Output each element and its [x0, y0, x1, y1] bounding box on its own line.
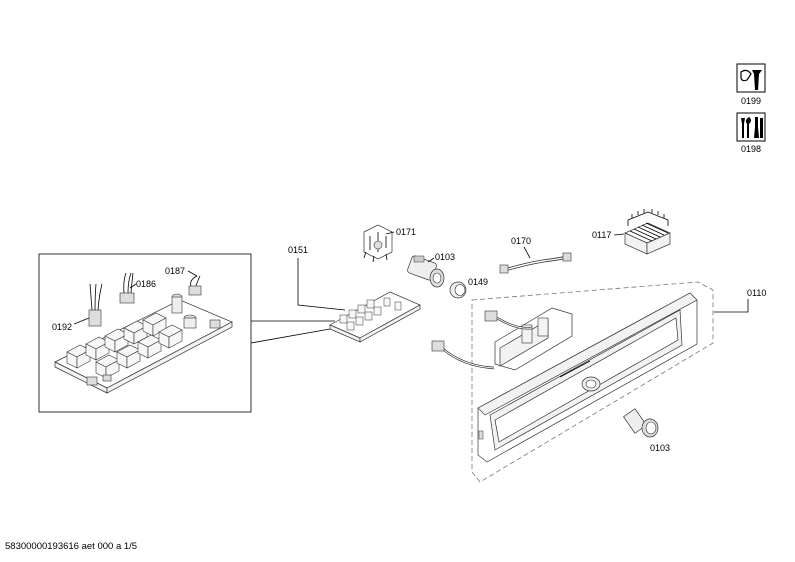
leader-0192 [73, 317, 90, 325]
leader-0103-top [427, 257, 435, 263]
label-0103-top: 0103 [435, 252, 455, 262]
leader-0117 [613, 233, 625, 236]
leader-0186 [129, 283, 137, 289]
pcb-0151 [329, 291, 421, 343]
label-0192: 0192 [52, 322, 72, 332]
label-0170: 0170 [511, 236, 531, 246]
ring-0149 [449, 281, 467, 299]
leader-0171 [385, 231, 395, 235]
label-0187: 0187 [165, 266, 185, 276]
heatsink-0117 [624, 209, 671, 255]
leader-0170 [523, 246, 531, 259]
service-tool-icon [736, 63, 766, 93]
label-0110: 0110 [747, 288, 766, 298]
label-0117: 0117 [592, 230, 611, 240]
label-0103-bottom: 0103 [650, 443, 670, 453]
label-0149: 0149 [468, 277, 488, 287]
control-panel-0110 [477, 292, 698, 463]
label-0186: 0186 [136, 279, 156, 289]
label-0199: 0199 [741, 96, 761, 106]
inset-connector-bottom [250, 328, 331, 344]
knob-module-0103-top [407, 255, 445, 288]
knob-0103-bottom [623, 408, 659, 438]
pcb-detail [54, 272, 233, 394]
label-0171: 0171 [396, 227, 416, 237]
toolkit-icon [736, 112, 766, 142]
label-0151: 0151 [288, 245, 308, 255]
leader-0110 [714, 299, 749, 313]
footer-document-id: 58300000193616 aet 000 a 1/5 [5, 541, 138, 552]
label-0198: 0198 [741, 144, 761, 154]
leader-0187 [187, 270, 198, 277]
switch-0171 [363, 224, 393, 263]
control-panel-outline [471, 281, 714, 483]
cable-0170 [499, 252, 572, 274]
panel-electronics [431, 307, 573, 371]
leader-0151 [297, 258, 346, 311]
